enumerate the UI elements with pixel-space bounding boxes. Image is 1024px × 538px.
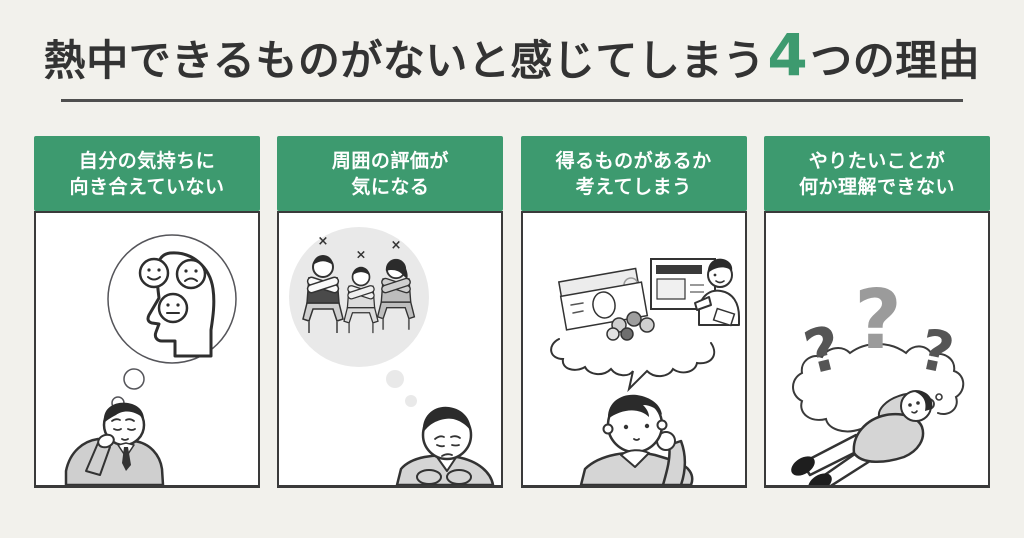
title-highlight-number: 4: [767, 21, 809, 89]
lying-man-figure: [791, 390, 933, 485]
presenter-icon: [649, 258, 740, 327]
neutral-face-icon: [157, 292, 189, 324]
judging-person-2: ×: [343, 247, 380, 334]
heading-line: 周囲の評価が: [331, 149, 449, 172]
judging-person-3: ×: [377, 238, 416, 330]
svg-text:?: ?: [798, 313, 849, 389]
heading-line: 自分の気持ちに: [78, 149, 216, 172]
heading-line: 気になる: [351, 175, 430, 198]
svg-text:?: ?: [914, 317, 959, 387]
svg-text:?: ?: [854, 273, 902, 368]
speech-bubble-icon: [549, 338, 715, 393]
reason-card-4: やりたいことが 何か理解できない ? ? ?: [763, 136, 990, 488]
money-icon: [557, 267, 655, 341]
heading-line: やりたいことが: [808, 149, 946, 172]
reason-card-2: 周囲の評価が 気になる ×: [277, 136, 504, 488]
sad-face-icon: [175, 258, 207, 290]
title-underline: [61, 99, 963, 102]
reason-card-3-body: [520, 211, 747, 488]
thinking-emotions-illustration: [64, 234, 237, 485]
reason-card-3-heading: 得るものがあるか 考えてしまう: [520, 136, 747, 211]
gain-thinking-illustration: [549, 258, 740, 485]
reason-card-1-heading: 自分の気持ちに 向き合えていない: [34, 136, 260, 211]
reason-card-1: 自分の気持ちに 向き合えていない: [34, 136, 260, 488]
question-marks-icon: ? ? ?: [798, 273, 960, 389]
svg-text:×: ×: [318, 234, 329, 249]
title-suffix: つの理由: [810, 36, 981, 85]
happy-face-icon: [138, 257, 170, 289]
question-marks-illustration: ? ? ?: [791, 273, 965, 485]
svg-text:×: ×: [391, 238, 402, 253]
reason-card-4-body: ? ? ?: [763, 211, 990, 488]
title-prefix: 熱中できるものがないと感じてしまう: [43, 36, 766, 85]
page-title: 熱中できるものがないと感じてしまう4つの理由: [0, 0, 1024, 92]
reason-cards: 自分の気持ちに 向き合えていない: [34, 136, 990, 488]
svg-text:×: ×: [356, 247, 367, 262]
reason-card-2-body: × ×: [277, 211, 504, 488]
pondering-man-figure: [579, 394, 694, 485]
judging-person-1: ×: [302, 234, 345, 333]
reason-card-2-heading: 周囲の評価が 気になる: [277, 136, 504, 211]
heading-line: 考えてしまう: [575, 175, 692, 198]
coins-icon: [605, 311, 655, 341]
heading-line: 向き合えていない: [69, 175, 225, 198]
peer-judgement-illustration: × ×: [289, 227, 495, 485]
heading-line: 何か理解できない: [798, 175, 955, 198]
heading-line: 得るものがあるか: [555, 149, 712, 172]
reason-card-3: 得るものがあるか 考えてしまう: [520, 136, 747, 488]
worried-man-figure: [396, 406, 495, 485]
reason-card-4-heading: やりたいことが 何か理解できない: [763, 136, 990, 211]
reason-card-1-body: [34, 211, 260, 488]
thinking-man-figure: [64, 402, 165, 485]
